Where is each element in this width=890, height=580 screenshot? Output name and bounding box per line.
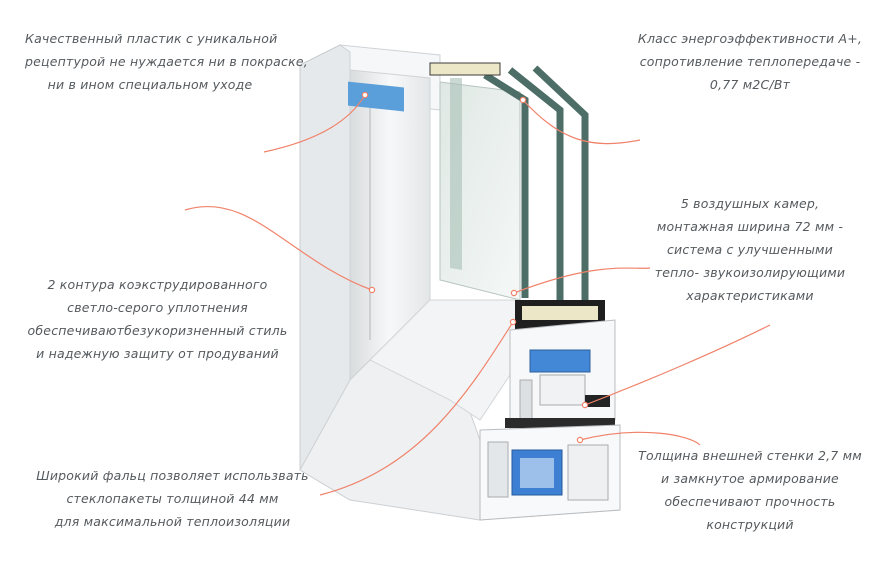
leader-lines: [184, 91, 771, 496]
caption-line: и надежную защиту от продуваний: [36, 346, 279, 361]
leader-rebate: [319, 321, 514, 496]
caption-line: 2 контура коэкструдированного: [47, 277, 268, 292]
caption-line: тепло- звукоизолирующими: [654, 265, 846, 280]
caption-line: стеклопакеты толщиной 44 мм: [66, 491, 279, 506]
glass-unit: [429, 62, 605, 330]
leader-wall-dot: [576, 436, 584, 444]
caption-line: монтажная ширина 72 мм -: [656, 219, 844, 234]
caption-line: и замкнутое армирование: [661, 471, 839, 486]
sash-profile: [505, 319, 616, 431]
caption-line: Широкий фальц позволяет использвать: [36, 468, 309, 483]
leader-energy-dot: [519, 96, 527, 104]
leader-chambers-2-dot: [581, 401, 589, 409]
leader-plastic: [263, 94, 366, 153]
caption-plastic: Качественный пластик с уникальной рецепт…: [25, 27, 308, 96]
caption-line: рецептурой не нуждается ни в покраске,: [25, 54, 308, 69]
leader-chambers-2: [584, 324, 771, 406]
leader-energy: [522, 99, 641, 145]
caption-chambers: 5 воздушных камер, монтажная ширина 72 м…: [640, 192, 860, 307]
caption-line: Толщина внешней стенки 2,7 мм: [638, 448, 862, 463]
caption-line: 5 воздушных камер,: [680, 196, 820, 211]
caption-line: конструкций: [706, 517, 794, 532]
leader-wall: [579, 431, 701, 446]
frame-profile: [479, 424, 621, 521]
caption-line: характеристиками: [686, 288, 814, 303]
caption-line: Класс энергоэффективности А+,: [637, 31, 863, 46]
caption-wall: Толщина внешней стенки 2,7 мм и замкнуто…: [630, 444, 870, 536]
leader-seal-dot: [368, 286, 376, 294]
leader-chambers-dot: [510, 289, 518, 297]
caption-line: сопротивление теплопередаче -: [639, 54, 861, 69]
caption-line: ни в ином специальном уходе: [47, 77, 253, 92]
caption-seal: 2 контура коэкструдированного светло-сер…: [25, 273, 290, 365]
leader-chambers: [513, 267, 651, 294]
caption-line: светло-серого уплотнения: [67, 300, 248, 315]
caption-line: Качественный пластик с уникальной: [25, 31, 278, 46]
frame-vertical: [299, 44, 441, 501]
frame-label-sticker: [348, 81, 404, 112]
caption-line: для максимальной теплоизоляции: [54, 514, 291, 529]
caption-line: система с улучшенными: [666, 242, 834, 257]
caption-rebate: Широкий фальц позволяет использвать стек…: [35, 464, 310, 533]
caption-energy: Класс энергоэффективности А+, сопротивле…: [625, 27, 875, 96]
caption-line: 0,77 м2С/Вт: [709, 77, 791, 92]
leader-rebate-dot: [509, 318, 517, 326]
caption-line: обеспечивают прочность: [664, 494, 836, 509]
leader-plastic-dot: [361, 91, 369, 99]
caption-line: обеспечиваютбезукоризненный стиль: [27, 323, 288, 338]
leader-seal: [184, 205, 373, 291]
